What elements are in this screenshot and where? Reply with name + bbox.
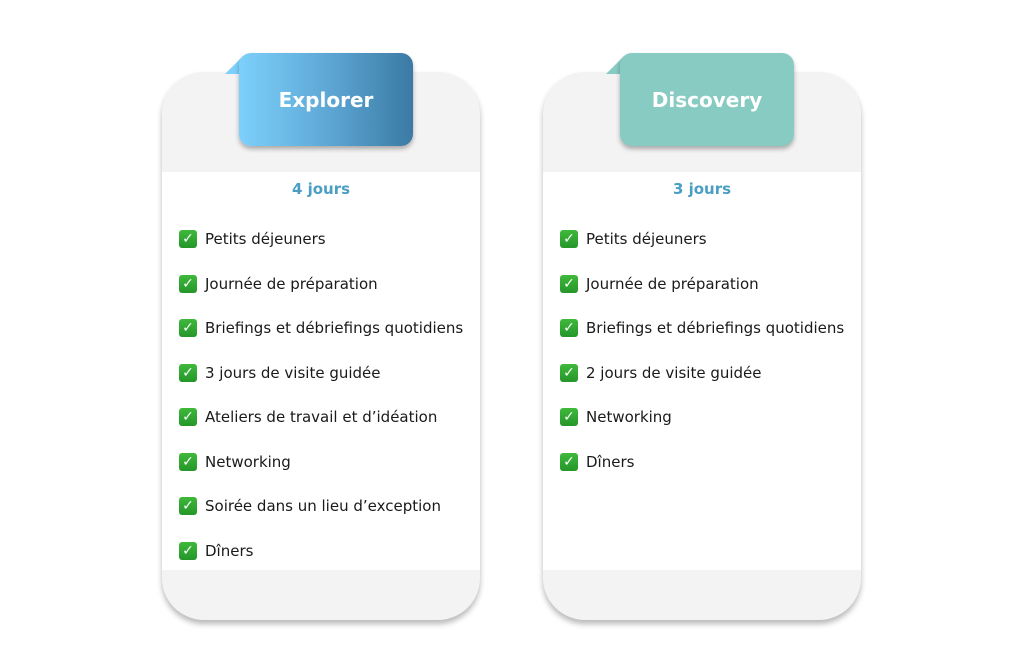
check-icon: ✓ [560,363,578,382]
feature-label: Journée de préparation [586,274,759,293]
feature-label: Dîners [205,541,254,560]
feature-label: Briefings et débriefings quotidiens [586,319,845,338]
feature-label: Petits déjeuners [205,230,326,249]
discovery-title-tab: Discovery [620,53,794,146]
feature-label: Journée de préparation [205,274,378,293]
feature-label: Briefings et débriefings quotidiens [205,319,464,338]
discovery-card-body [543,172,861,570]
feature-label: 2 jours de visite guidée [586,363,762,382]
check-icon: ✓ [179,319,197,338]
check-icon: ✓ [179,541,197,560]
feature-item: ✓ Petits déjeuners [179,217,463,262]
feature-item: ✓ Journée de préparation [179,262,463,307]
feature-label: Networking [205,452,291,471]
explorer-feature-list: ✓ Petits déjeuners ✓ Journée de préparatio… [179,217,463,573]
feature-item: ✓ Briefings et débriefings quotidiens [179,306,463,351]
feature-label: Dîners [586,452,635,471]
check-icon: ✓ [560,408,578,427]
feature-item: ✓ Ateliers de travail et d’idéation [179,395,463,440]
check-icon: ✓ [560,230,578,249]
explorer-title-tab: Explorer [239,53,413,146]
check-icon: ✓ [179,363,197,382]
feature-label: Soirée dans un lieu d’exception [205,497,441,516]
discovery-card: 3 jours ✓ Petits déjeuners ✓ Journée de pr… [543,72,861,620]
discovery-tab-notch [606,56,624,74]
feature-label: Networking [586,408,672,427]
explorer-duration: 4 jours [291,180,351,198]
explorer-card-body [162,172,480,570]
check-icon: ✓ [179,497,197,516]
explorer-tab-notch [225,56,243,74]
feature-label: Petits déjeuners [586,230,707,249]
discovery-duration: 3 jours [672,180,732,198]
feature-item: ✓ Dîners [560,440,844,485]
feature-item: ✓ Networking [179,440,463,485]
feature-item: ✓ Dîners [179,529,463,574]
explorer-title: Explorer [278,87,374,112]
explorer-card: 4 jours ✓ Petits déjeuners ✓ Journée de pr… [162,72,480,620]
check-icon: ✓ [179,452,197,471]
feature-item: ✓ 2 jours de visite guidée [560,351,844,396]
feature-item: ✓ Petits déjeuners [560,217,844,262]
feature-item: ✓ Networking [560,395,844,440]
feature-label: 3 jours de visite guidée [205,363,381,382]
check-icon: ✓ [560,452,578,471]
check-icon: ✓ [560,274,578,293]
feature-item: ✓ Briefings et débriefings quotidiens [560,306,844,351]
feature-label: Ateliers de travail et d’idéation [205,408,438,427]
feature-item: ✓ 3 jours de visite guidée [179,351,463,396]
check-icon: ✓ [179,274,197,293]
check-icon: ✓ [179,230,197,249]
check-icon: ✓ [560,319,578,338]
discovery-title: Discovery [651,87,763,112]
feature-item: ✓ Journée de préparation [560,262,844,307]
discovery-feature-list: ✓ Petits déjeuners ✓ Journée de préparatio… [560,217,844,484]
check-icon: ✓ [179,408,197,427]
feature-item: ✓ Soirée dans un lieu d’exception [179,484,463,529]
